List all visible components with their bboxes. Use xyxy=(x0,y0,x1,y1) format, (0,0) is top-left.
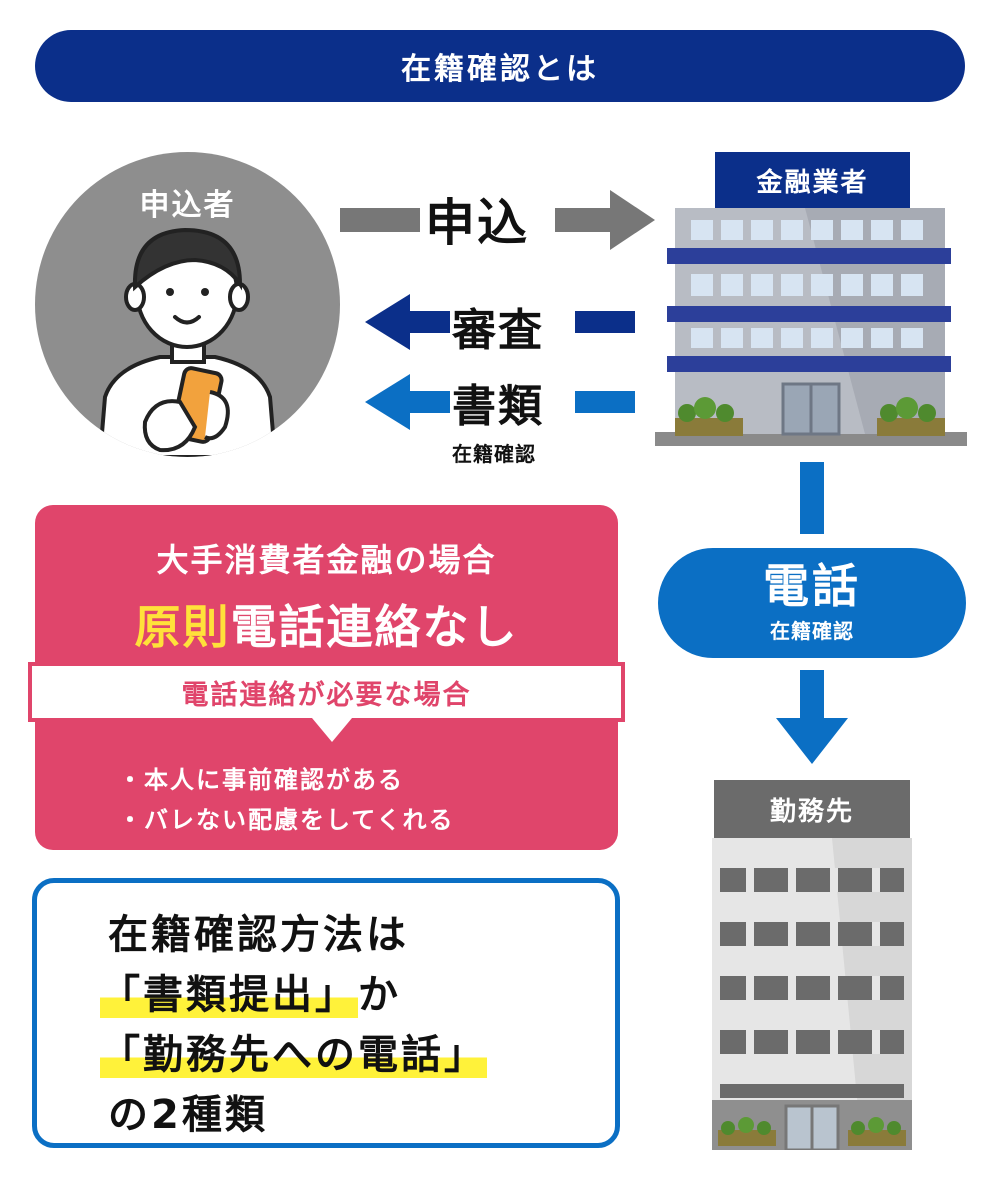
summary-highlight-documents: 「書類提出」 xyxy=(100,972,358,1018)
lender-building-icon xyxy=(655,208,967,446)
panel-heading-rest: 電話連絡なし xyxy=(230,600,519,654)
review-label: 審査 xyxy=(452,305,544,356)
page-title: 在籍確認とは xyxy=(401,52,599,87)
summary-line-2-rest: か xyxy=(358,972,401,1018)
panel-band-text: 電話連絡が必要な場合 xyxy=(181,679,472,711)
panel-heading: 大手消費者金融の場合 xyxy=(156,541,497,579)
phone-verification-pill: 電話 在籍確認 xyxy=(658,548,966,658)
applicant-label: 申込者 xyxy=(139,188,236,223)
person-with-phone-icon xyxy=(97,227,278,457)
apply-arrow xyxy=(340,190,655,250)
down-arrow xyxy=(776,670,848,764)
summary-highlight-phone: 「勤務先への電話」 xyxy=(100,1032,487,1078)
documents-arrow xyxy=(365,374,635,430)
review-arrow xyxy=(365,294,635,350)
phone-title: 電話 xyxy=(763,559,861,614)
band-pointer xyxy=(312,718,352,742)
connector-bar xyxy=(800,462,824,534)
panel-main-heading: 原則電話連絡なし xyxy=(35,591,618,657)
title-banner: 在籍確認とは xyxy=(35,30,965,102)
summary-line-1: 在籍確認方法は xyxy=(108,912,409,958)
workplace-label: 勤務先 xyxy=(714,780,910,838)
apply-label: 申込 xyxy=(425,194,529,252)
panel-highlight-text: 原則 xyxy=(134,600,231,654)
documents-label: 書類 xyxy=(452,381,544,432)
panel-subheading-band: 電話連絡が必要な場合 xyxy=(28,662,625,722)
panel-bullet: ・バレない配慮をしてくれる xyxy=(118,806,455,834)
documents-sub-label: 在籍確認 xyxy=(452,442,536,466)
phone-sub: 在籍確認 xyxy=(770,618,854,643)
lender-label: 金融業者 xyxy=(715,152,910,208)
summary-line-2: 「書類提出」か xyxy=(100,962,401,1020)
applicant-circle: 申込者 xyxy=(35,152,340,457)
summary-line-4: の2種類 xyxy=(108,1092,268,1138)
workplace-building-icon xyxy=(712,838,912,1150)
summary-line-3: 「勤務先への電話」 xyxy=(100,1022,487,1080)
panel-bullet: ・本人に事前確認がある xyxy=(118,766,404,794)
